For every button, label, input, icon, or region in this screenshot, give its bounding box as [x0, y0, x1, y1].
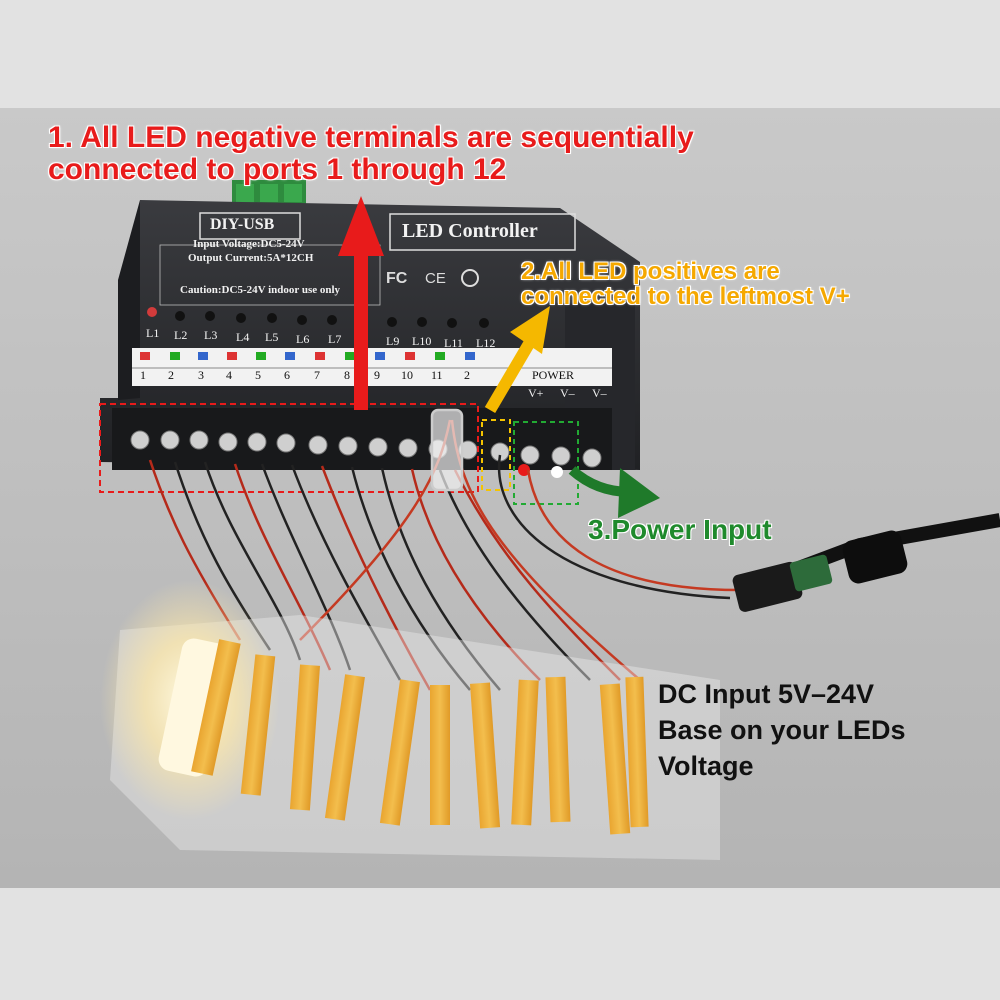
dc-input-line: DC Input 5V–24V: [658, 679, 875, 709]
power-terminal-label: V+: [528, 386, 544, 400]
arrow-green: [568, 466, 660, 518]
port-number: 2: [464, 368, 470, 382]
device-brand: DIY-USB: [210, 216, 275, 233]
arrow-red: [338, 196, 384, 410]
port-number: 1: [140, 368, 146, 382]
indicator-label: L6: [296, 332, 310, 346]
step2-line: 2.All LED positives are: [521, 258, 780, 285]
port-number: 7: [314, 368, 320, 382]
power-terminal-label: V–: [560, 386, 575, 400]
screw-terminal-row: [112, 408, 612, 478]
svg-text:CE: CE: [425, 270, 446, 287]
device-output-current: Output Current:5A*12CH: [188, 252, 314, 264]
port-label-strip: [132, 348, 612, 386]
step3-caption: 3.Power Input: [588, 514, 772, 545]
indicator-label: L2: [174, 328, 188, 342]
step1-line: connected to ports 1 through 12: [48, 152, 507, 186]
indicator-label: L3: [204, 328, 218, 342]
indicator-label: L1: [146, 326, 160, 340]
indicator-label: L4: [236, 330, 250, 344]
port-number: 4: [226, 368, 232, 382]
v-plus-box: [481, 419, 511, 491]
port-number: 8: [344, 368, 350, 382]
indicator-label: L11: [444, 336, 463, 350]
indicator-label: L9: [386, 334, 400, 348]
port-number: 6: [284, 368, 290, 382]
port-number: 3: [198, 368, 204, 382]
led-strips: [100, 580, 720, 860]
step2-caption: 2.All LED positives are connected to the…: [521, 258, 850, 311]
indicator-label: L5: [265, 330, 279, 344]
power-label: POWER: [532, 368, 574, 382]
arrow-orange: [484, 306, 550, 414]
top-terminal-block: [232, 180, 306, 206]
indicator-label: L12: [476, 336, 496, 350]
device-caution: Caution:DC5-24V indoor use only: [180, 284, 341, 296]
port-number: 10: [401, 368, 413, 382]
step2-line: connected to the leftmost V+: [521, 283, 850, 311]
device-input-voltage: Input Voltage:DC5-24V: [193, 238, 305, 250]
svg-text:FC: FC: [386, 270, 408, 287]
power-input-box: [513, 421, 579, 505]
indicator-label: L7: [328, 332, 342, 346]
dc-input-line: Base on your LEDs: [658, 714, 906, 745]
port-number: 9: [374, 368, 380, 382]
power-terminal-label: V–: [592, 386, 607, 400]
indicator-label: L10: [412, 334, 432, 348]
dc-input-line: Voltage: [658, 750, 754, 781]
port-number: 2: [168, 368, 174, 382]
step1-caption: 1. All LED negative terminals are sequen…: [48, 122, 694, 185]
negative-ports-box: [99, 403, 479, 493]
dc-connector: [732, 513, 1000, 612]
port-number: 5: [255, 368, 261, 382]
indicator-leds: [147, 307, 489, 328]
step1-line: 1. All LED negative terminals are sequen…: [48, 121, 694, 154]
port-number: 11: [431, 368, 443, 382]
wires: [148, 408, 741, 691]
device-model: LED Controller: [402, 220, 538, 242]
dc-input-caption: DC Input 5V–24V Base on your LEDs Voltag…: [658, 677, 906, 785]
